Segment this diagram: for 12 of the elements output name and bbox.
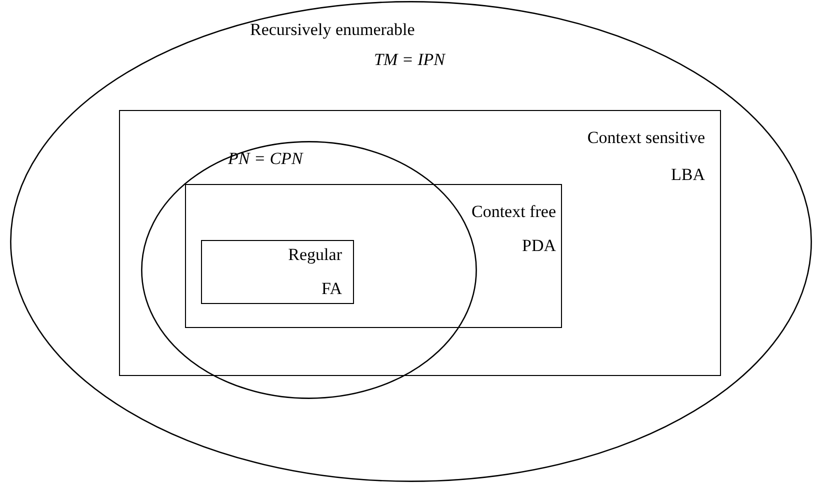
language-class-label: Recursively enumerable bbox=[250, 20, 415, 40]
model-label: PDA bbox=[522, 236, 556, 256]
set-ellipse bbox=[10, 1, 812, 482]
model-label: LBA bbox=[671, 165, 705, 185]
language-class-label: Context sensitive bbox=[587, 128, 705, 148]
model-label: PN = CPN bbox=[228, 149, 303, 169]
set-rectangle bbox=[201, 240, 354, 304]
model-label: TM = IPN bbox=[374, 50, 445, 70]
set-rectangle bbox=[185, 184, 562, 328]
language-class-label: Context free bbox=[472, 202, 556, 222]
model-label: FA bbox=[322, 279, 342, 299]
language-class-label: Regular bbox=[288, 245, 342, 265]
